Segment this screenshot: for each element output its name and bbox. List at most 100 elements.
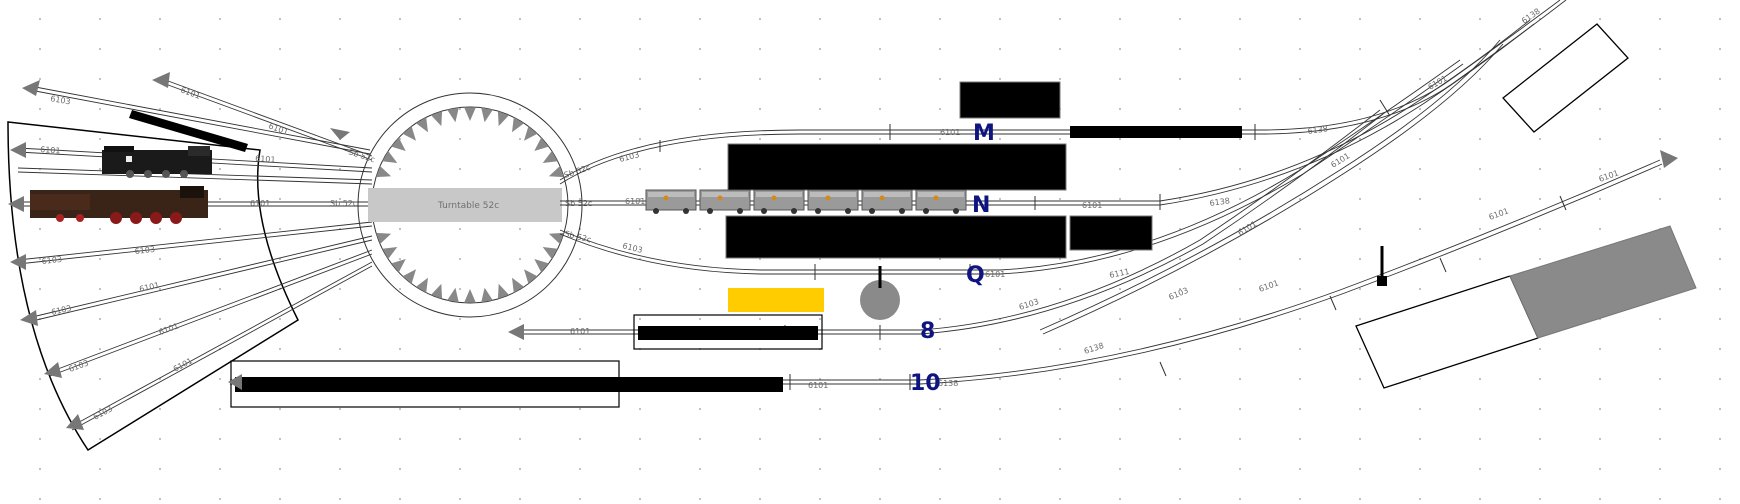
turntable-tooth: [512, 277, 524, 293]
turntable-tooth: [542, 151, 558, 163]
turntable-tooth: [524, 269, 538, 284]
building-top[interactable]: [959, 81, 1061, 119]
turntable-tooth: [524, 126, 538, 141]
freight-wagons[interactable]: [645, 189, 967, 214]
turntable-tooth: [497, 111, 509, 127]
turntable-tooth: [382, 247, 398, 259]
svg-text:Sb 52c: Sb 52c: [330, 199, 357, 208]
track-joints: [659, 99, 1567, 390]
track-label-q: Q: [966, 263, 985, 288]
freight-wagon[interactable]: [753, 189, 805, 214]
building-right-gray[interactable]: [1509, 225, 1697, 339]
turntable-tooth: [497, 283, 509, 299]
svg-text:6103: 6103: [68, 358, 90, 373]
svg-text:6138: 6138: [1520, 7, 1542, 26]
svg-text:6138: 6138: [938, 379, 958, 388]
svg-text:6101: 6101: [172, 356, 194, 374]
svg-text:6138: 6138: [1083, 341, 1105, 356]
building-right-top[interactable]: [1502, 23, 1629, 133]
track-10-wagon[interactable]: [235, 377, 783, 392]
svg-text:Sb 52c: Sb 52c: [347, 147, 376, 164]
track-label-m: M: [973, 121, 995, 146]
turntable-tooth: [416, 117, 428, 133]
turntable-tooth: [464, 289, 476, 303]
platform-m-n[interactable]: [727, 143, 1067, 191]
turntable-teeth: [376, 107, 564, 303]
yard-end-arrows: [228, 150, 1678, 390]
turntable-label: Turntable 52c: [437, 201, 499, 211]
svg-text:6103: 6103: [622, 241, 644, 255]
svg-text:6103: 6103: [92, 404, 114, 422]
turntable-tooth: [382, 151, 398, 163]
svg-text:6111: 6111: [1109, 267, 1131, 280]
svg-text:6101: 6101: [985, 270, 1005, 279]
svg-text:6101: 6101: [179, 85, 201, 100]
svg-text:6138: 6138: [1307, 124, 1328, 136]
svg-text:6101: 6101: [625, 197, 645, 206]
turntable[interactable]: Turntable 52c: [357, 92, 583, 318]
turntable-tooth: [391, 259, 406, 273]
turntable-bridge[interactable]: [368, 188, 562, 222]
svg-text:6101: 6101: [267, 121, 289, 136]
track-8-wagon[interactable]: [638, 326, 818, 340]
platform-small[interactable]: [1069, 215, 1153, 251]
track-label-8: 8: [920, 319, 935, 344]
svg-text:6103: 6103: [41, 255, 62, 266]
turntable-tooth: [548, 232, 564, 244]
turntable-tooth: [431, 111, 443, 127]
wagon-on-m[interactable]: [1070, 126, 1242, 138]
svg-text:6101: 6101: [138, 281, 160, 294]
track-end-arrows: [8, 72, 350, 430]
turntable-tooth: [402, 269, 416, 284]
platform-n-q[interactable]: [725, 215, 1067, 259]
turntable-tooth: [534, 137, 549, 151]
turntable-tooth: [402, 126, 416, 141]
svg-text:6101: 6101: [1082, 201, 1102, 210]
freight-wagon[interactable]: [861, 189, 913, 214]
turntable-tooth: [376, 166, 392, 178]
svg-text:6101: 6101: [570, 327, 590, 336]
svg-text:6101: 6101: [40, 145, 61, 155]
svg-text:6101: 6101: [158, 321, 180, 336]
svg-text:6138: 6138: [1209, 196, 1230, 208]
svg-text:6101: 6101: [1236, 219, 1258, 237]
locomotive-2[interactable]: [30, 186, 208, 224]
turntable-tooth: [534, 259, 549, 273]
track-8-frame[interactable]: [633, 314, 823, 350]
track-label-n: N: [972, 193, 990, 218]
svg-text:6103: 6103: [50, 304, 72, 317]
svg-text:6103: 6103: [134, 245, 155, 256]
svg-text:6103: 6103: [50, 94, 72, 106]
building-right-white[interactable]: [1355, 275, 1539, 389]
freight-wagon[interactable]: [645, 189, 697, 214]
roundhouse-outline: [7, 121, 299, 452]
svg-text:6101: 6101: [1488, 206, 1510, 221]
track-label-10: 10: [910, 371, 941, 396]
freight-wagon[interactable]: [699, 189, 751, 214]
water-tower[interactable]: [860, 280, 900, 320]
locomotive-1[interactable]: [102, 146, 212, 178]
freight-wagon[interactable]: [807, 189, 859, 214]
freight-wagon[interactable]: [915, 189, 967, 214]
stored-wagon[interactable]: [129, 110, 248, 152]
yellow-marker[interactable]: [728, 288, 824, 312]
svg-text:6101: 6101: [808, 381, 828, 390]
svg-text:6101: 6101: [1598, 168, 1620, 183]
turntable-tooth: [481, 107, 493, 123]
turntable-tooth: [391, 137, 406, 151]
turntable-tooth: [447, 287, 459, 303]
turntable-tooth: [431, 283, 443, 299]
svg-text:Sb 52c: Sb 52c: [565, 199, 592, 208]
svg-text:6101: 6101: [940, 128, 960, 137]
turntable-tooth: [481, 287, 493, 303]
turntable-tooth: [464, 107, 476, 121]
svg-text:6101: 6101: [1258, 278, 1280, 293]
svg-text:6101: 6101: [255, 154, 276, 164]
turntable-tooth: [376, 232, 392, 244]
turntable-tooth: [542, 247, 558, 259]
signal-right-base: [1377, 276, 1387, 286]
turntable-tooth: [416, 277, 428, 293]
turntable-tooth: [548, 166, 564, 178]
